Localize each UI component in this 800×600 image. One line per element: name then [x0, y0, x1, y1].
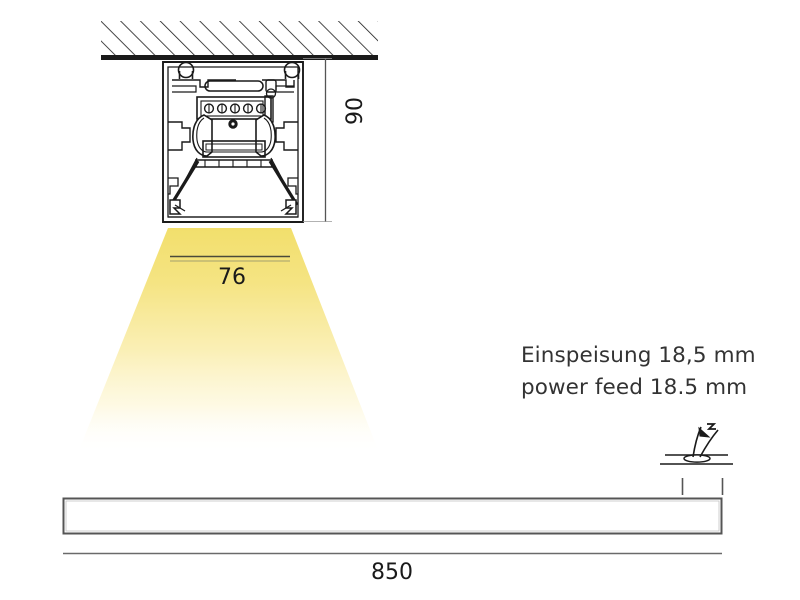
ceiling-hatch-icon: [101, 21, 378, 60]
dimension-90: [303, 58, 332, 222]
luminaire-cross-section: [162, 61, 304, 223]
dimension-label-aperture-width: 76: [218, 265, 246, 290]
power-feed-label-en: power feed 18.5 mm: [521, 374, 748, 400]
power-feed-icon: [660, 423, 733, 495]
dimension-label-length: 850: [371, 560, 413, 585]
dimension-label-height: 90: [343, 97, 368, 125]
power-feed-label-de: Einspeisung 18,5 mm: [521, 343, 756, 368]
dimension-76: [170, 255, 290, 262]
power-feed-label: Einspeisung 18,5 mm power feed 18.5 mm: [521, 345, 756, 408]
luminaire-elevation-view: [62, 497, 723, 535]
light-cone-icon: [79, 228, 378, 450]
